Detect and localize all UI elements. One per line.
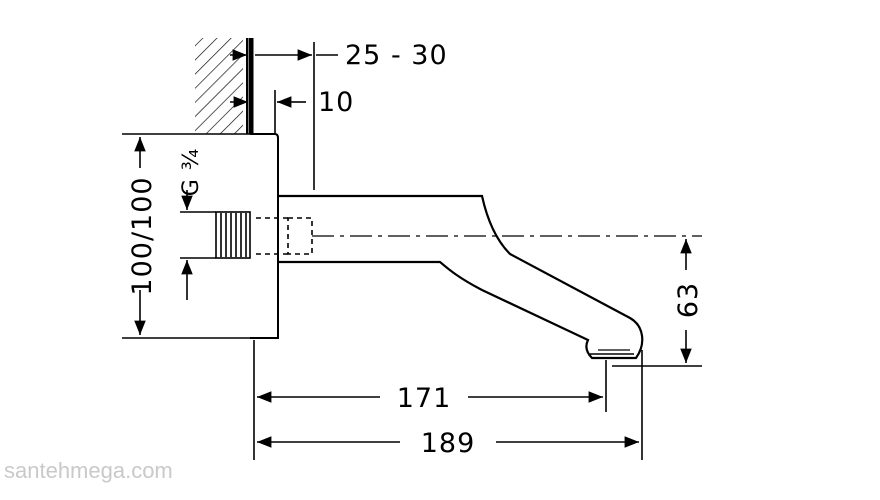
dim-plate-height (122, 133, 250, 339)
dim-wall-offset (230, 42, 338, 190)
hidden-connector (256, 217, 313, 255)
dim-thread (180, 190, 216, 300)
dim-thread-label: G ¾ (179, 148, 204, 196)
spout (278, 194, 644, 360)
thread-connector (215, 211, 251, 259)
dim-length-outer-label: 189 (421, 428, 476, 459)
dim-plate-offset-label: 10 (318, 87, 354, 118)
dim-length-inner (253, 340, 607, 460)
dim-spout-height (612, 239, 702, 367)
wall-hatch (195, 38, 248, 134)
dim-length-outer (257, 350, 643, 460)
dim-wall-offset-label: 25 - 30 (345, 40, 448, 71)
dim-length-inner-label: 171 (397, 383, 452, 414)
wall-plate (248, 38, 279, 339)
watermark: santehmega.com (4, 458, 173, 483)
dim-plate-offset (230, 90, 306, 134)
dim-spout-height-label: 63 (673, 282, 704, 318)
dim-plate-height-label: 100/100 (127, 176, 158, 295)
